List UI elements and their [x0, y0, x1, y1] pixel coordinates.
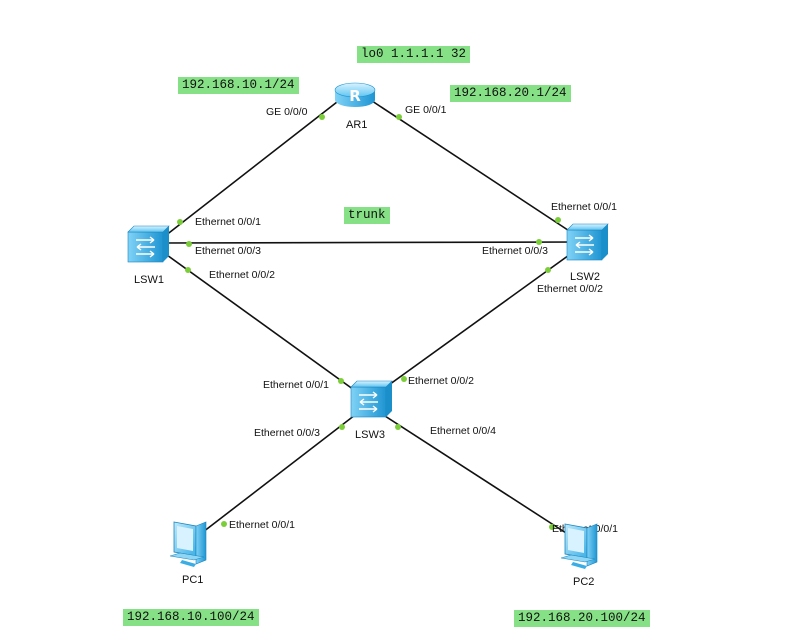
pc-pc1[interactable]: PC1 [169, 521, 207, 586]
link-lsw3-pc2[interactable] [367, 404, 581, 543]
switch-icon [350, 380, 393, 418]
port-dot-lsw2-e1 [555, 217, 561, 223]
note-pc1-ip: 192.168.10.100/24 [123, 609, 259, 626]
device-label-ar1: AR1 [346, 119, 367, 131]
link-lsw1-lsw3[interactable] [159, 249, 369, 401]
port-dot-lsw2-e3 [536, 239, 542, 245]
port-dot-lsw3-e1 [338, 378, 344, 384]
port-label-lsw3-e3: Ethernet 0/0/3 [254, 427, 320, 439]
pc-icon [169, 521, 207, 567]
pc-icon [560, 523, 598, 569]
port-dot-ar1-ge000 [319, 114, 325, 120]
link-lsw1-lsw2-trunk[interactable] [159, 241, 584, 244]
port-dot-pc2-e1 [549, 524, 555, 530]
pc-pc2[interactable]: PC2 [560, 523, 598, 588]
device-label-lsw3: LSW3 [355, 429, 385, 441]
port-dot-lsw2-e2 [545, 267, 551, 273]
port-dot-lsw1-e2 [185, 267, 191, 273]
port-label-ar1-ge001: GE 0/0/1 [405, 104, 447, 116]
device-label-pc2: PC2 [573, 576, 594, 588]
svg-text:R: R [349, 87, 361, 105]
port-dot-lsw3-e3 [339, 424, 345, 430]
device-label-lsw1: LSW1 [134, 274, 164, 286]
link-ar1-lsw2[interactable] [362, 94, 584, 241]
port-dot-lsw3-e2 [401, 376, 407, 382]
port-label-lsw3-e4: Ethernet 0/0/4 [430, 425, 496, 437]
note-ar1-ge000-ip: 192.168.10.1/24 [178, 77, 299, 94]
port-dot-lsw3-e4 [395, 424, 401, 430]
note-ar1-ge001-ip: 192.168.20.1/24 [450, 85, 571, 102]
device-label-lsw2: LSW2 [570, 271, 600, 283]
port-label-lsw3-e2: Ethernet 0/0/2 [408, 375, 474, 387]
switch-lsw2[interactable]: LSW2 [566, 223, 609, 283]
router-ar1[interactable]: R AR1 [334, 82, 376, 131]
router-icon: R [334, 82, 376, 107]
switch-lsw3[interactable]: LSW3 [350, 380, 393, 441]
port-label-lsw2-e3: Ethernet 0/0/3 [482, 245, 548, 257]
port-label-lsw3-e1: Ethernet 0/0/1 [263, 379, 329, 391]
link-lsw3-pc1[interactable] [189, 404, 369, 543]
switch-icon [127, 225, 170, 263]
port-dot-ar1-ge001 [396, 114, 402, 120]
switch-icon [566, 223, 609, 261]
port-label-lsw2-e1: Ethernet 0/0/1 [551, 201, 617, 213]
port-dot-pc1-e1 [221, 521, 227, 527]
note-loopback: lo0 1.1.1.1 32 [357, 46, 471, 63]
port-label-pc1-e1: Ethernet 0/0/1 [229, 519, 295, 531]
switch-lsw1[interactable]: LSW1 [127, 225, 170, 286]
note-pc2-ip: 192.168.20.100/24 [514, 610, 650, 627]
note-trunk: trunk [344, 207, 390, 224]
link-lsw2-lsw3[interactable] [367, 244, 584, 401]
device-label-pc1: PC1 [182, 574, 203, 586]
port-label-lsw1-e3: Ethernet 0/0/3 [195, 245, 261, 257]
port-label-ar1-ge000: GE 0/0/0 [266, 106, 308, 118]
port-label-lsw1-e2: Ethernet 0/0/2 [209, 269, 275, 281]
port-dot-lsw1-e1 [177, 219, 183, 225]
port-dot-lsw1-e3 [186, 241, 192, 247]
port-label-lsw1-e1: Ethernet 0/0/1 [195, 216, 261, 228]
port-label-lsw2-e2: Ethernet 0/0/2 [537, 283, 603, 295]
link-ar1-lsw1[interactable] [155, 94, 347, 244]
